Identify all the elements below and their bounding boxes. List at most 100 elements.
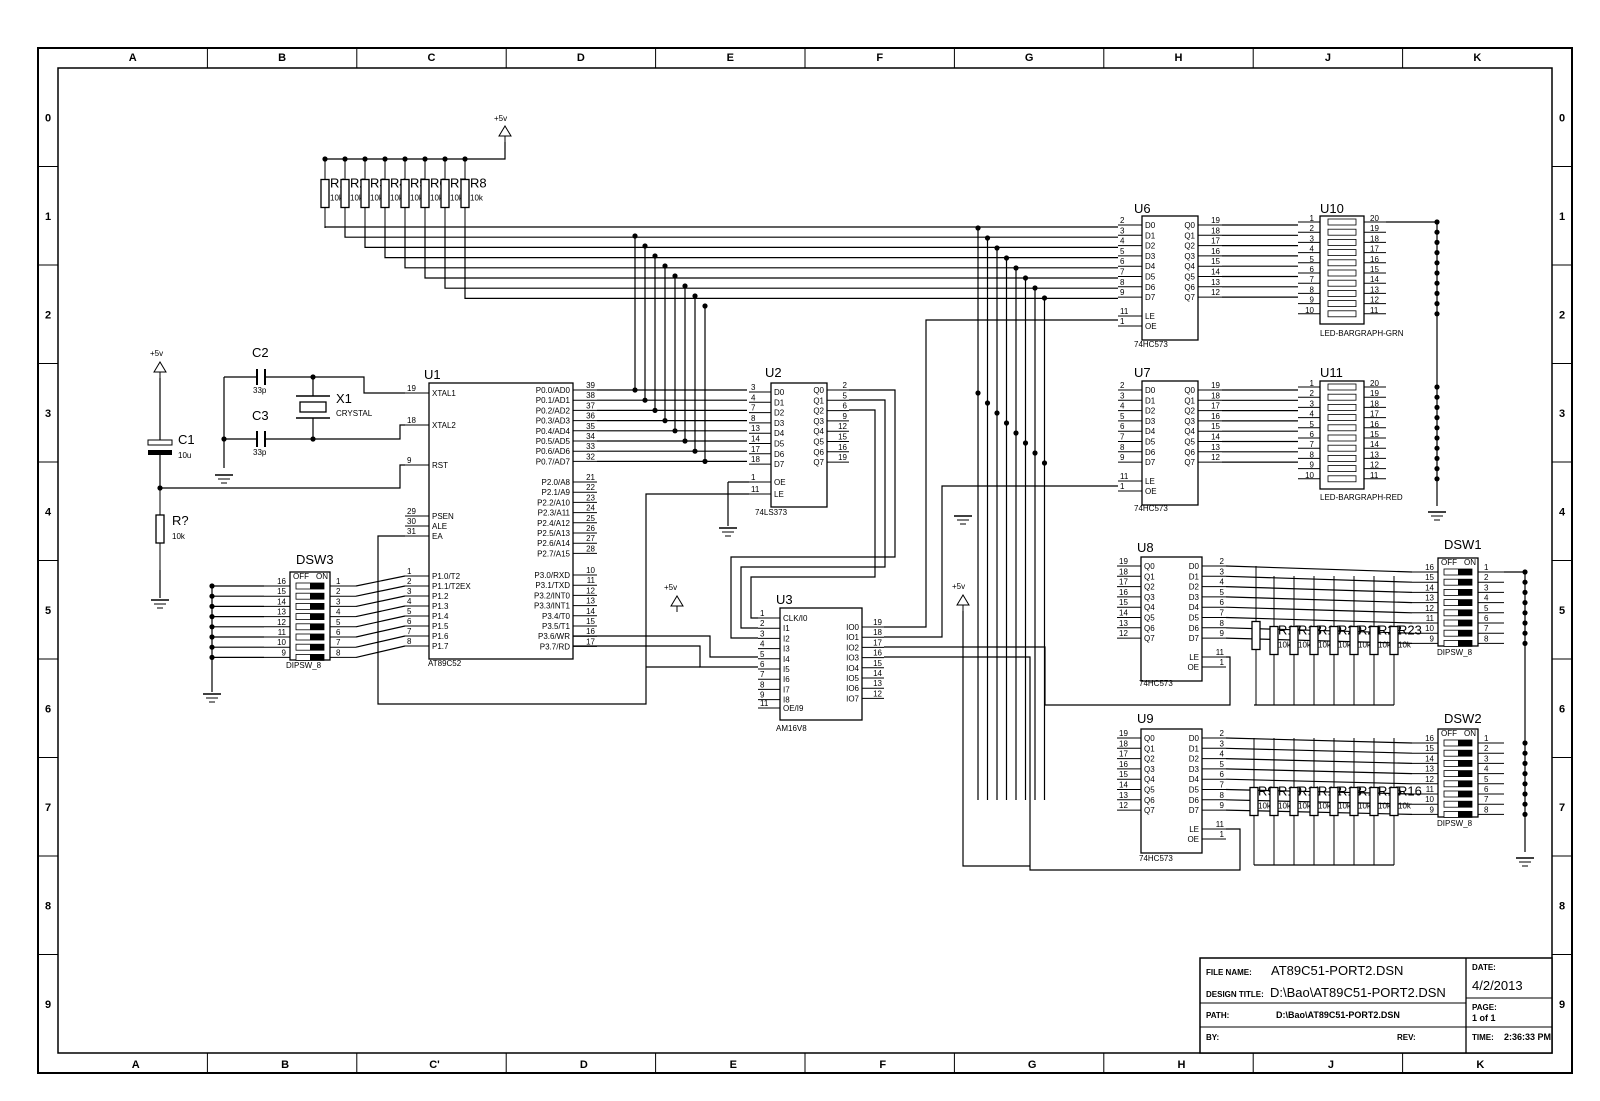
pin-number: 13 (1119, 791, 1128, 800)
c1-value: 10u (178, 451, 191, 460)
pin-number: 14 (1370, 275, 1379, 284)
pin-number: 6 (407, 617, 412, 626)
pin-name: D1 (774, 398, 785, 407)
pin-name: Q2 (1184, 242, 1195, 251)
led-segment (1327, 300, 1357, 308)
wire (962, 611, 1030, 867)
wire (160, 464, 405, 489)
pin-number: 12 (1211, 453, 1220, 462)
u9-latch-body (1140, 728, 1203, 854)
wire (344, 228, 1118, 238)
ground-symbol (954, 515, 972, 525)
pin-number: 29 (407, 507, 416, 516)
u6-ref: U6 (1134, 201, 1151, 216)
path-label: PATH: (1206, 1011, 1229, 1020)
pin-number: 1 (1220, 658, 1225, 667)
pin-number: 6 (1120, 422, 1125, 431)
resistor-value: 10k (450, 194, 464, 203)
pin-number: 14 (1211, 433, 1220, 442)
resistor-ref: R16 (1398, 784, 1422, 799)
wire (1225, 586, 1413, 593)
switch-actuator (1458, 801, 1472, 808)
zone-col-label: C' (429, 1059, 440, 1071)
components: 19XTAL118XTAL29RST29PSEN30ALE31EA1P1.0/T… (147, 125, 1534, 867)
pin-number: 1 (1310, 379, 1315, 388)
junction-dot (682, 438, 688, 444)
u11-part: LED-BARGRAPH-RED (1320, 493, 1403, 502)
junction-dot (209, 634, 215, 640)
u10-part: LED-BARGRAPH-GRN (1320, 329, 1404, 338)
pin-number: 35 (586, 422, 595, 431)
pin-name: P3.1/TXD (535, 581, 570, 590)
pin-number: 12 (873, 689, 882, 698)
led-segment (1327, 310, 1357, 318)
pin-number: 3 (407, 587, 412, 596)
pin-number: 3 (1484, 754, 1489, 763)
pin-name: P0.7/AD7 (536, 457, 571, 466)
pin-number: 7 (1220, 781, 1225, 790)
pin-number: 5 (407, 607, 412, 616)
r-rst-ref: R? (172, 513, 189, 528)
junction-dot (1434, 466, 1440, 472)
led-segment (1327, 424, 1357, 432)
resistor-body (1329, 786, 1339, 817)
junction-dot (310, 374, 316, 380)
resistor-body (1289, 625, 1299, 656)
pin-number: 1 (760, 609, 765, 618)
pin-name: P0.6/AD6 (536, 447, 571, 456)
pin-number: 21 (586, 473, 595, 482)
junction-dot (1434, 311, 1440, 317)
pin-number: 2 (1120, 381, 1125, 390)
wire (884, 485, 1118, 638)
pin-name: P1.1/T2EX (432, 582, 471, 591)
pin-number: 10 (1305, 471, 1314, 480)
resistor-value: 10k (390, 194, 404, 203)
pin-name: D0 (1189, 734, 1200, 743)
pin-name: P1.5 (432, 622, 449, 631)
pin-name: IO0 (846, 623, 859, 632)
pin-number: 38 (586, 391, 595, 400)
pin-name: EA (432, 532, 443, 541)
pin-number: 37 (586, 401, 595, 410)
pin-name: D4 (1189, 603, 1200, 612)
u7-part: 74HC573 (1134, 504, 1168, 513)
pin-number: 9 (282, 648, 287, 657)
x1-crystal (296, 395, 330, 419)
pin-number: 12 (277, 618, 286, 627)
pin-number: 8 (336, 648, 341, 657)
resistor-body (1389, 786, 1399, 817)
pin-number: 6 (1220, 770, 1225, 779)
resistor-value: 10k (350, 194, 364, 203)
pin-number: 11 (587, 576, 596, 585)
pin-number: 2 (336, 587, 341, 596)
pin-number: 5 (843, 391, 848, 400)
pin-name: D6 (1145, 283, 1156, 292)
switch-actuator (1458, 640, 1472, 647)
junctions (157, 156, 1528, 818)
pin-number: 6 (1120, 257, 1125, 266)
led-segment (1327, 465, 1357, 473)
pin-name: P3.4/T0 (542, 612, 571, 621)
u9-ref: U9 (1137, 711, 1154, 726)
pin-name: P2.4/A12 (537, 519, 570, 528)
pin-number: 9 (407, 456, 412, 465)
wire (404, 228, 1118, 269)
pin-number: 33 (586, 442, 595, 451)
pin-number: 19 (1119, 557, 1128, 566)
pin-name: Q4 (1184, 427, 1195, 436)
power-symbol (498, 125, 512, 142)
pin-number: 14 (873, 669, 882, 678)
ground-symbol (203, 693, 221, 703)
rev-label: REV: (1397, 1033, 1416, 1042)
resistor-ref: R8 (470, 176, 487, 191)
pin-name: Q1 (1144, 572, 1155, 581)
pin-number: 3 (1310, 234, 1315, 243)
led-segment (1327, 218, 1357, 226)
wire (355, 625, 406, 638)
pin-name: P1.4 (432, 612, 449, 621)
dsw1-part: DIPSW_8 (1437, 648, 1473, 657)
pin-name: Q7 (813, 458, 824, 467)
u8-latch-body (1140, 556, 1203, 682)
